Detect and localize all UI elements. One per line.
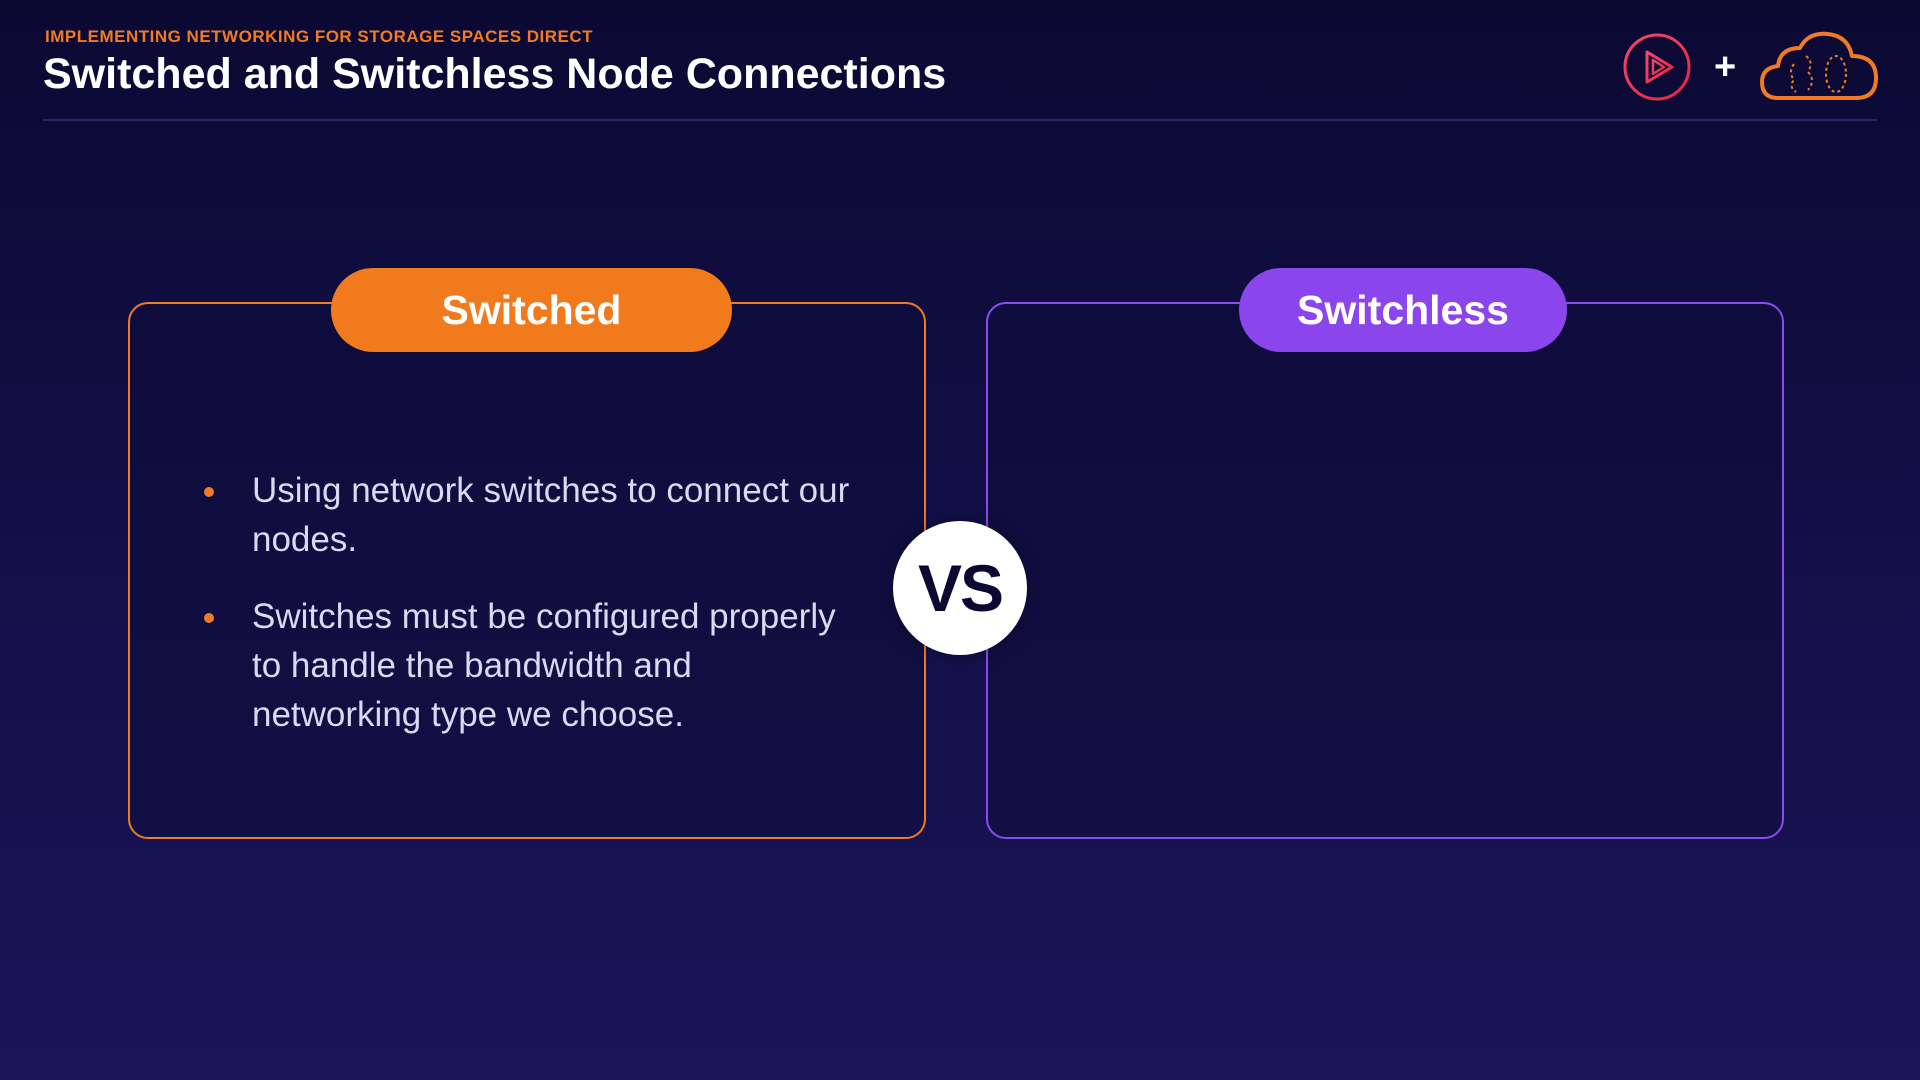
cloud-brain-icon bbox=[1760, 31, 1878, 100]
bullet-text: Using network switches to connect our no… bbox=[252, 471, 850, 559]
bullet-text: Switches must be configured properly to … bbox=[252, 597, 836, 734]
play-logo-icon bbox=[1623, 33, 1691, 101]
slide-section-label: IMPLEMENTING NETWORKING FOR STORAGE SPAC… bbox=[45, 27, 594, 46]
bullet-dot-icon bbox=[204, 613, 214, 623]
switched-bullet-list: Using network switches to connect our no… bbox=[200, 466, 870, 767]
bullet-item: Switches must be configured properly to … bbox=[200, 592, 870, 739]
bullet-dot-icon bbox=[204, 487, 214, 497]
switchless-label-pill: Switchless bbox=[1239, 268, 1567, 352]
bullet-item: Using network switches to connect our no… bbox=[200, 466, 870, 564]
switchless-panel bbox=[986, 302, 1784, 839]
slide-title: Switched and Switchless Node Connections bbox=[43, 50, 947, 98]
header-divider bbox=[43, 119, 1877, 121]
plus-sign: + bbox=[1714, 46, 1737, 88]
vs-badge: VS bbox=[893, 521, 1027, 655]
switched-panel bbox=[128, 302, 926, 839]
switched-label-pill: Switched bbox=[331, 268, 732, 352]
